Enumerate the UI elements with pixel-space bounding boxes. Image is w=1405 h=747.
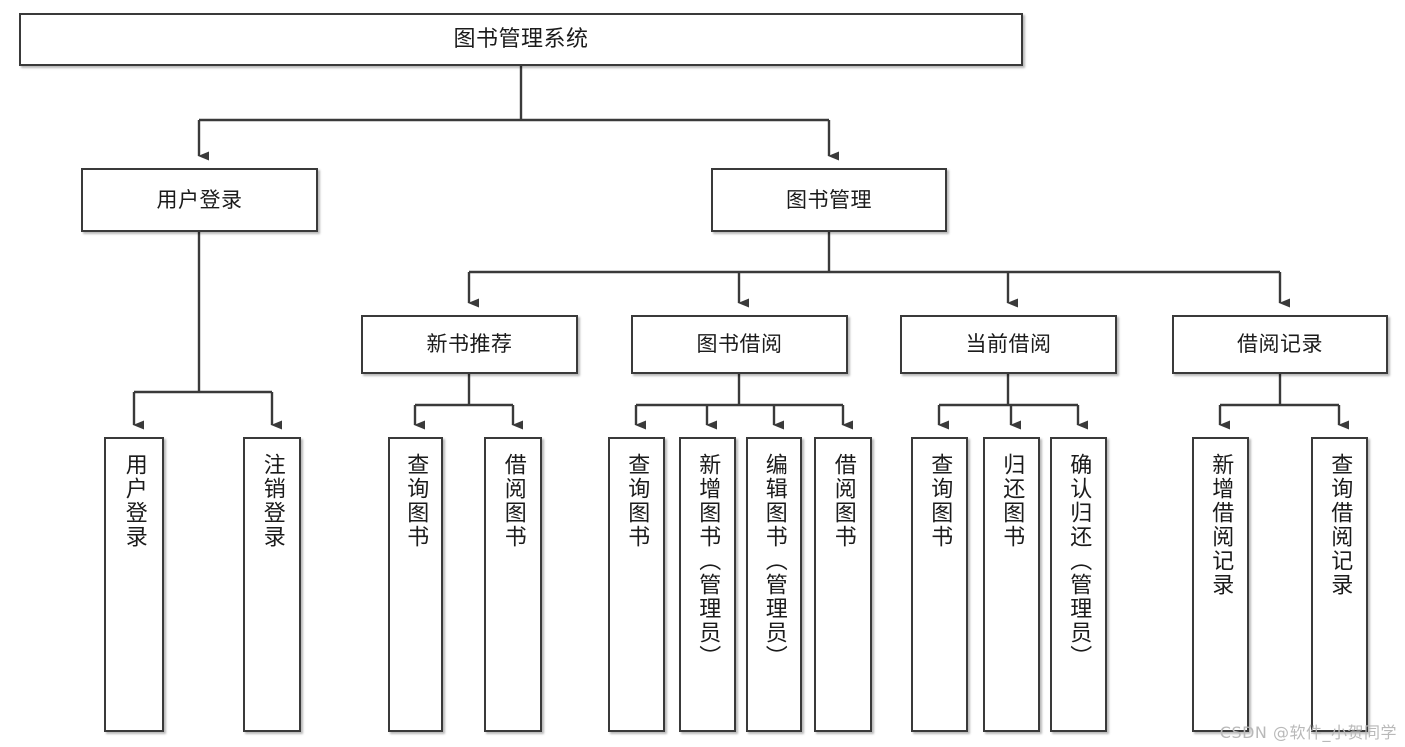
node-leaf-1: 用户登录 <box>104 437 164 732</box>
node-records: 借阅记录 <box>1172 315 1388 374</box>
node-label: 确认归还（管理员） <box>1066 453 1092 669</box>
node-borrow: 图书借阅 <box>631 315 848 374</box>
node-label: 归还图书 <box>999 453 1025 549</box>
watermark-label: CSDN @软件_小贺同学 <box>1219 723 1397 742</box>
node-leaf-3: 查询图书 <box>388 437 443 732</box>
node-leaf-7: 编辑图书（管理员） <box>746 437 802 732</box>
node-login: 用户登录 <box>81 168 318 232</box>
node-label: 新增借阅记录 <box>1208 453 1234 597</box>
node-label: 借阅图书 <box>500 453 526 549</box>
node-leaf-2: 注销登录 <box>243 437 301 732</box>
node-label: 当前借阅 <box>965 332 1052 357</box>
node-label: 用户登录 <box>121 453 147 549</box>
node-label: 用户登录 <box>156 187 243 212</box>
node-leaf-13: 查询借阅记录 <box>1311 437 1368 732</box>
node-newbook: 新书推荐 <box>361 315 578 374</box>
node-leaf-10: 归还图书 <box>983 437 1040 732</box>
node-label: 新书推荐 <box>426 332 513 357</box>
node-root: 图书管理系统 <box>19 13 1023 66</box>
node-leaf-6: 新增图书（管理员） <box>679 437 736 732</box>
node-label: 查询图书 <box>403 453 429 549</box>
node-label: 借阅记录 <box>1237 332 1323 357</box>
node-current: 当前借阅 <box>900 315 1117 374</box>
node-leaf-4: 借阅图书 <box>484 437 542 732</box>
node-leaf-12: 新增借阅记录 <box>1192 437 1249 732</box>
node-label: 查询图书 <box>624 453 650 549</box>
node-bookmgmt: 图书管理 <box>711 168 947 232</box>
node-label: 图书管理 <box>786 187 872 212</box>
node-label: 借阅图书 <box>830 453 856 549</box>
node-leaf-9: 查询图书 <box>911 437 968 732</box>
node-label: 图书借阅 <box>696 332 783 357</box>
node-leaf-8: 借阅图书 <box>814 437 872 732</box>
node-label: 注销登录 <box>259 453 285 549</box>
node-label: 查询借阅记录 <box>1327 453 1353 597</box>
node-label: 查询图书 <box>927 453 953 549</box>
node-label: 图书管理系统 <box>453 26 589 52</box>
node-label: 编辑图书（管理员） <box>761 453 787 669</box>
node-leaf-11: 确认归还（管理员） <box>1050 437 1107 732</box>
node-label: 新增图书（管理员） <box>695 453 721 669</box>
node-leaf-5: 查询图书 <box>608 437 665 732</box>
